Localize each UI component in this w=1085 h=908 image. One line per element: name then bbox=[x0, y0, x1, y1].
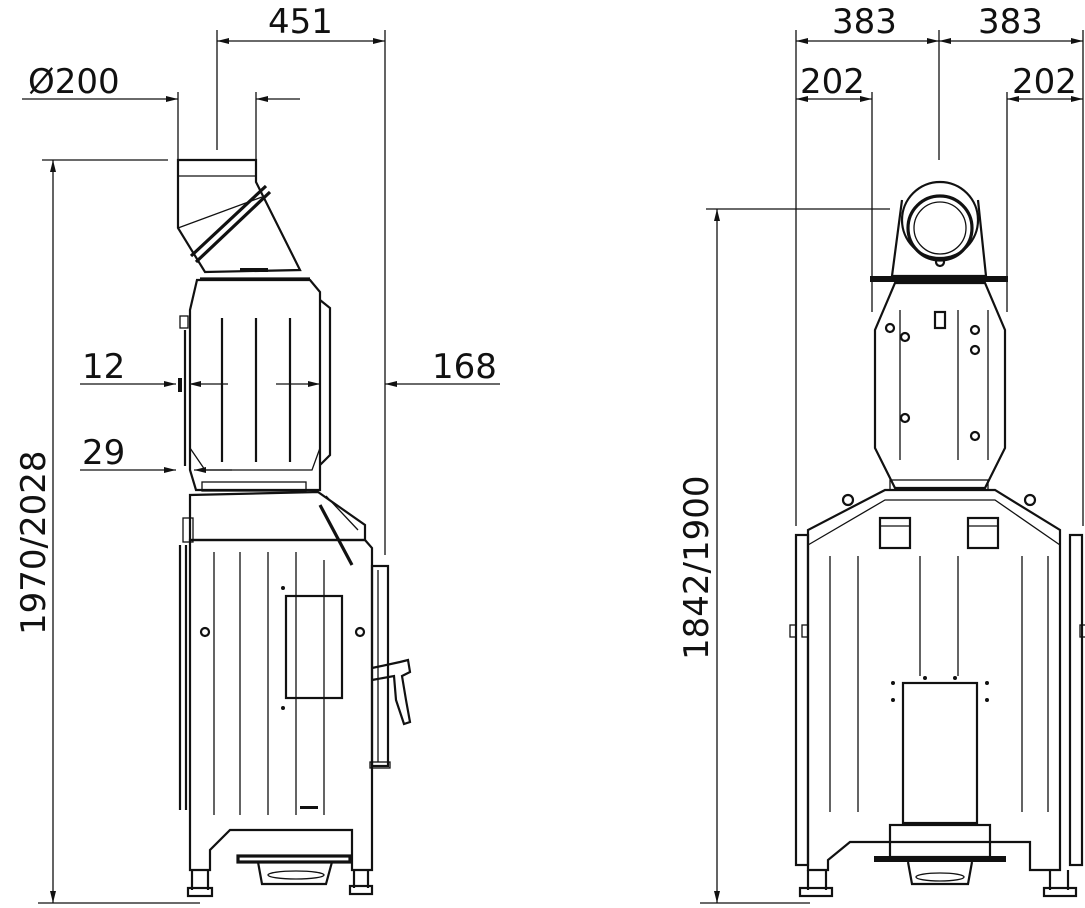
dim-total-height-side: 1970/2028 bbox=[14, 159, 200, 904]
base-front bbox=[798, 823, 1078, 898]
dim-451-label: 451 bbox=[268, 2, 333, 42]
dim-383-pair: 383 383 bbox=[795, 2, 1084, 526]
drum-front bbox=[873, 281, 1007, 491]
dim-383-left-label: 383 bbox=[832, 2, 897, 42]
dim-168-label: 168 bbox=[432, 347, 497, 387]
side-view: 451 Ø200 12 168 29 bbox=[14, 2, 500, 904]
dim-12: 12 bbox=[80, 347, 228, 387]
firebox-front bbox=[789, 488, 1085, 872]
flue-ring-front bbox=[870, 180, 1008, 282]
dim-flue-diameter: Ø200 bbox=[22, 62, 300, 160]
dim-168: 168 bbox=[276, 347, 500, 387]
flue-outlet bbox=[176, 158, 302, 274]
dim-total-height-front: 1842/1900 bbox=[677, 208, 890, 904]
dim-202-right-label: 202 bbox=[1012, 62, 1077, 102]
dim-flue-diameter-label: Ø200 bbox=[28, 62, 120, 102]
dim-29-label: 29 bbox=[82, 433, 125, 473]
dim-202-pair: 202 202 bbox=[796, 62, 1083, 312]
dim-total-height-front-label: 1842/1900 bbox=[677, 475, 717, 660]
door-side bbox=[369, 564, 412, 769]
firebox-side bbox=[178, 490, 374, 872]
dim-12-label: 12 bbox=[82, 347, 125, 387]
front-view: 383 383 202 202 1842/1900 bbox=[677, 2, 1085, 904]
dim-202-left-label: 202 bbox=[800, 62, 865, 102]
base-side bbox=[186, 854, 374, 898]
dim-451: 451 bbox=[216, 2, 386, 555]
drum-side bbox=[178, 277, 332, 492]
dim-total-height-side-label: 1970/2028 bbox=[14, 450, 54, 635]
dim-383-right-label: 383 bbox=[978, 2, 1043, 42]
dim-29: 29 bbox=[80, 433, 232, 473]
